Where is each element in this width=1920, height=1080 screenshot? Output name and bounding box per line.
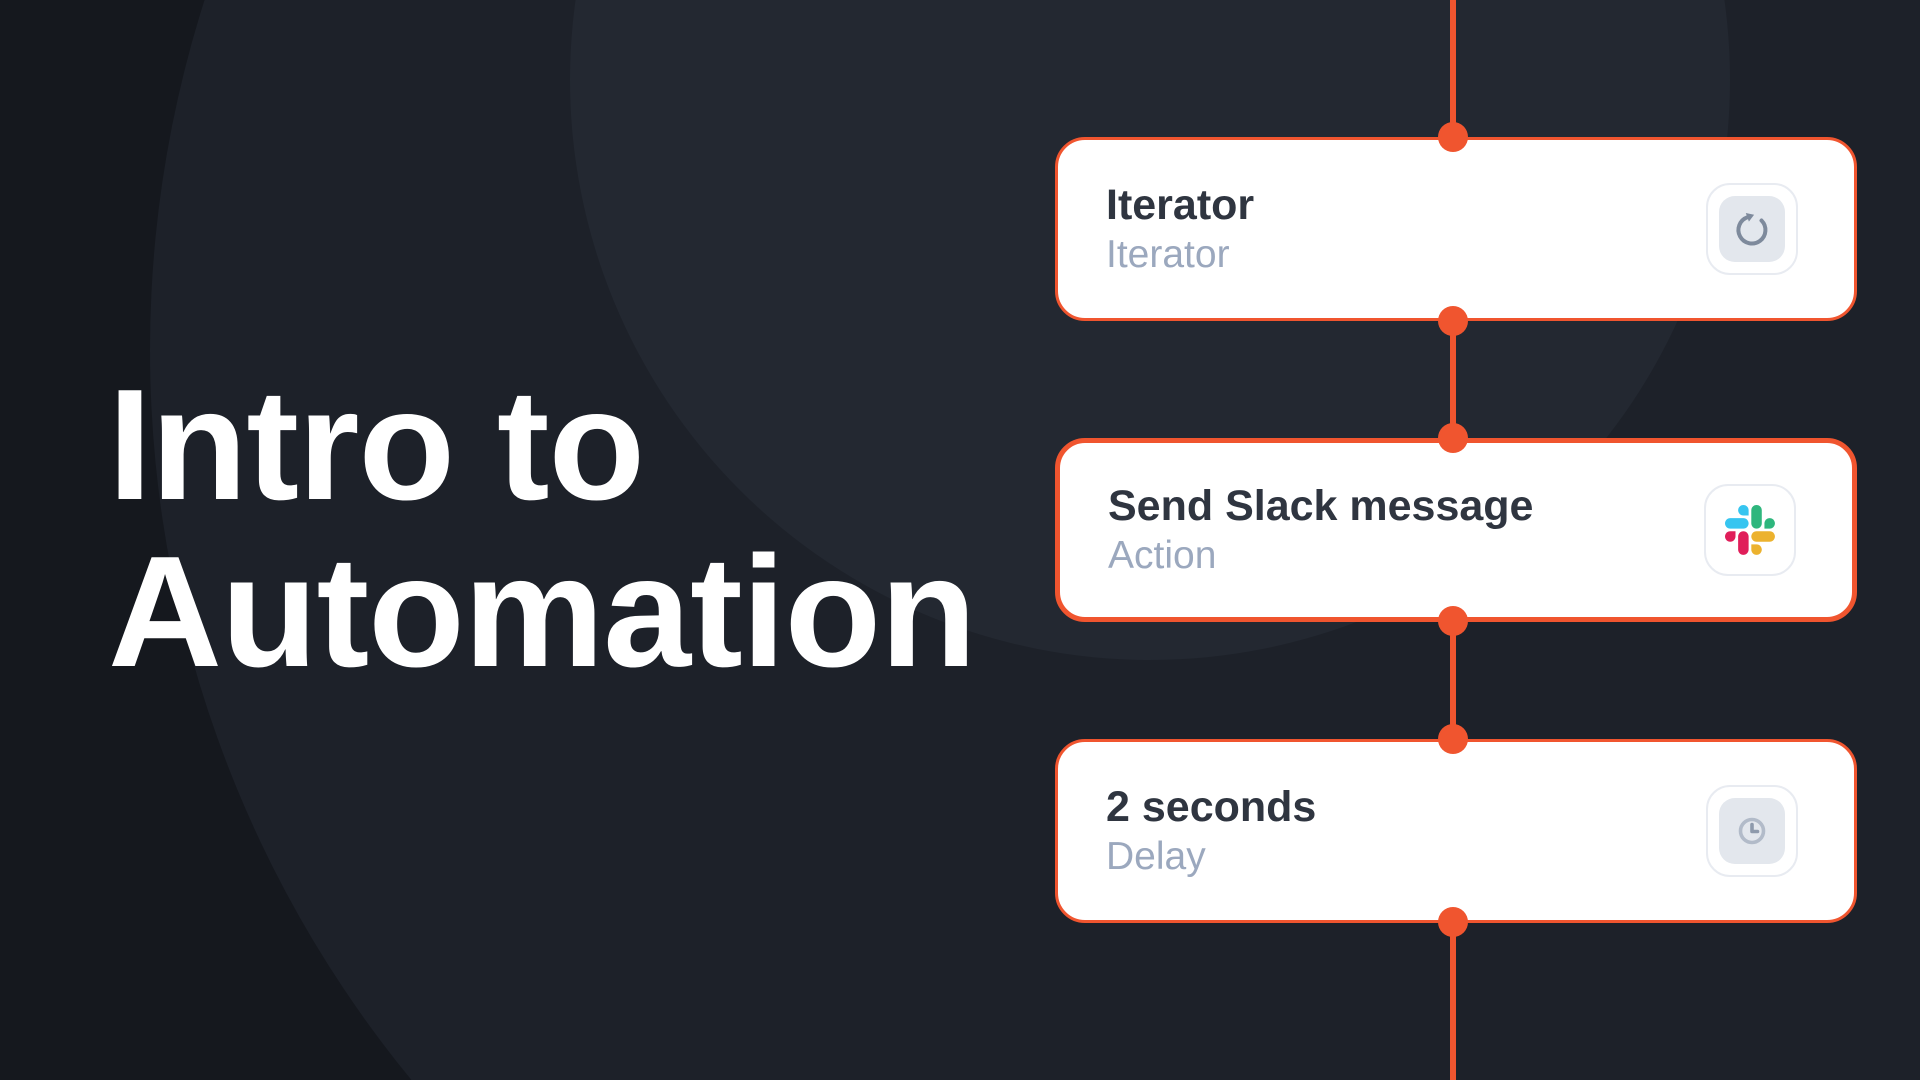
loop-arrow-glyph xyxy=(1736,213,1768,246)
step-name: Send Slack message xyxy=(1108,482,1534,531)
connector-node xyxy=(1438,724,1468,754)
connector-node xyxy=(1438,907,1468,937)
page-title: Intro to Automation xyxy=(108,357,977,700)
slack-icon xyxy=(1704,484,1796,576)
step-type: Iterator xyxy=(1106,233,1230,277)
slack-logo-glyph xyxy=(1725,505,1775,555)
iterator-loop-icon xyxy=(1706,183,1798,275)
step-type: Action xyxy=(1108,534,1217,578)
workflow-card-delay[interactable]: 2 seconds Delay xyxy=(1055,739,1857,923)
connector-node xyxy=(1438,606,1468,636)
connector-node xyxy=(1438,122,1468,152)
connector-node xyxy=(1438,306,1468,336)
page-title-line2: Automation xyxy=(108,524,977,700)
step-type: Delay xyxy=(1106,835,1206,879)
clock-glyph xyxy=(1738,817,1766,845)
clock-icon-tile xyxy=(1719,798,1785,864)
iterator-loop-icon-tile xyxy=(1719,196,1785,262)
workflow-card-slack[interactable]: Send Slack message Action xyxy=(1055,438,1857,622)
page-title-line1: Intro to xyxy=(108,357,645,533)
connector-node xyxy=(1438,423,1468,453)
clock-icon xyxy=(1706,785,1798,877)
workflow-card-iterator[interactable]: Iterator Iterator xyxy=(1055,137,1857,321)
step-name: 2 seconds xyxy=(1106,783,1317,832)
step-name: Iterator xyxy=(1106,181,1255,230)
